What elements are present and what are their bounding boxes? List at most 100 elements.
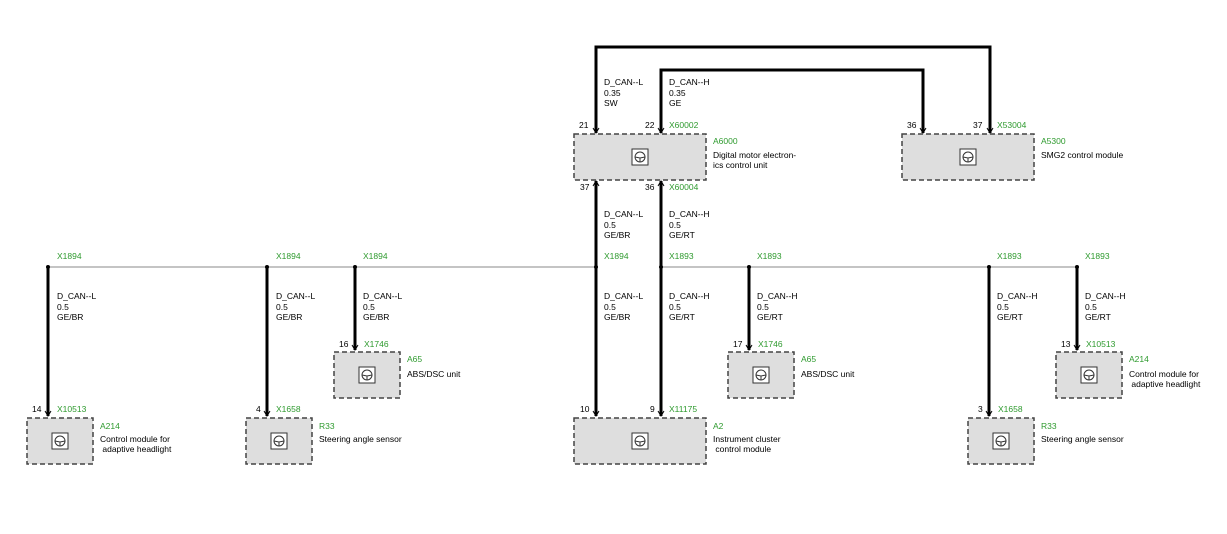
splice-label: X1894 — [363, 251, 388, 261]
svg-text:SW: SW — [604, 98, 618, 108]
pin-number: 22 — [645, 120, 655, 130]
control-unit-icon — [959, 148, 977, 166]
svg-text:GE/RT: GE/RT — [1085, 312, 1111, 322]
splice-label: X1893 — [669, 251, 694, 261]
pin-number: 13 — [1061, 339, 1071, 349]
wire-annotation: D_CAN--H 0.5 GE/RT — [669, 291, 710, 322]
svg-text:GE/BR: GE/BR — [604, 312, 630, 322]
connector-label: X1746 — [758, 339, 783, 349]
wire-annotation: D_CAN--H 0.5 GE/RT — [757, 291, 798, 322]
svg-text:0.5: 0.5 — [604, 302, 616, 312]
pin-number: 36 — [645, 182, 655, 192]
svg-text:0.35: 0.35 — [604, 88, 621, 98]
control-unit-icon — [752, 366, 770, 384]
svg-text:D_CAN--L: D_CAN--L — [604, 291, 643, 301]
pin-number: 10 — [580, 404, 590, 414]
pin-number: 17 — [733, 339, 743, 349]
pin-number: 16 — [339, 339, 349, 349]
module-desc: Instrument cluster — [713, 434, 781, 444]
svg-text:D_CAN--H: D_CAN--H — [1085, 291, 1126, 301]
svg-text:D_CAN--L: D_CAN--L — [604, 77, 643, 87]
module-id: A214 — [100, 421, 120, 431]
splice-label: X1894 — [604, 251, 629, 261]
module-id: A2 — [713, 421, 724, 431]
connector-label: X60002 — [669, 120, 699, 130]
svg-text:GE/RT: GE/RT — [997, 312, 1023, 322]
connector-label: X10513 — [57, 404, 87, 414]
svg-text:D_CAN--H: D_CAN--H — [669, 209, 710, 219]
splice-label: X1893 — [757, 251, 782, 261]
control-unit-icon — [992, 432, 1010, 450]
module-desc: Digital motor electron- — [713, 150, 796, 160]
svg-text:D_CAN--H: D_CAN--H — [757, 291, 798, 301]
module-desc: ABS/DSC unit — [407, 369, 461, 379]
module-desc: adaptive headlight — [1129, 379, 1201, 389]
module-desc: control module — [713, 444, 771, 454]
svg-text:GE/RT: GE/RT — [669, 230, 695, 240]
module-desc: Steering angle sensor — [319, 434, 402, 444]
wire-annotation: D_CAN--H 0.35 GE — [669, 77, 710, 108]
splice-dot — [353, 265, 357, 269]
wire-annotation: D_CAN--H 0.5 GE/RT — [669, 209, 710, 240]
svg-text:0.35: 0.35 — [669, 88, 686, 98]
wire-can-l-top — [594, 45, 992, 133]
svg-text:D_CAN--L: D_CAN--L — [57, 291, 96, 301]
svg-text:GE/BR: GE/BR — [57, 312, 83, 322]
pin-number: 4 — [256, 404, 261, 414]
module-id: A65 — [801, 354, 816, 364]
splice-dot — [659, 265, 663, 269]
wire-annotation: D_CAN--L 0.5 GE/BR — [604, 209, 643, 240]
svg-text:GE: GE — [669, 98, 682, 108]
splice-dot — [747, 265, 751, 269]
connector-label: X60004 — [669, 182, 699, 192]
svg-text:0.5: 0.5 — [604, 220, 616, 230]
pin-number: 9 — [650, 404, 655, 414]
module-desc: ABS/DSC unit — [801, 369, 855, 379]
svg-text:GE/RT: GE/RT — [669, 312, 695, 322]
svg-text:0.5: 0.5 — [276, 302, 288, 312]
svg-text:D_CAN--H: D_CAN--H — [669, 291, 710, 301]
module-id: A6000 — [713, 136, 738, 146]
svg-text:0.5: 0.5 — [669, 220, 681, 230]
module-desc: Control module for — [100, 434, 170, 444]
module-id: A214 — [1129, 354, 1149, 364]
svg-text:GE/RT: GE/RT — [757, 312, 783, 322]
svg-text:GE/BR: GE/BR — [604, 230, 630, 240]
svg-text:D_CAN--L: D_CAN--L — [604, 209, 643, 219]
module-id: R33 — [1041, 421, 1057, 431]
splice-dot — [265, 265, 269, 269]
module-desc: Control module for — [1129, 369, 1199, 379]
module-id: A5300 — [1041, 136, 1066, 146]
svg-text:D_CAN--H: D_CAN--H — [669, 77, 710, 87]
module-desc: adaptive headlight — [100, 444, 172, 454]
module-id: A65 — [407, 354, 422, 364]
wire-annotation: D_CAN--H 0.5 GE/RT — [1085, 291, 1126, 322]
control-unit-icon — [631, 148, 649, 166]
splice-label: X1894 — [57, 251, 82, 261]
svg-text:0.5: 0.5 — [363, 302, 375, 312]
svg-text:0.5: 0.5 — [669, 302, 681, 312]
wire-annotation: D_CAN--L 0.5 GE/BR — [604, 291, 643, 322]
module-box-a65-right[interactable] — [727, 351, 795, 399]
svg-text:GE/BR: GE/BR — [276, 312, 302, 322]
splice-dots — [46, 265, 1079, 269]
connector-label: X1658 — [998, 404, 1023, 414]
module-desc: ics control unit — [713, 160, 768, 170]
module-box-a5300[interactable] — [901, 133, 1035, 181]
module-id: R33 — [319, 421, 335, 431]
svg-text:0.5: 0.5 — [997, 302, 1009, 312]
svg-text:0.5: 0.5 — [1085, 302, 1097, 312]
pin-number: 21 — [579, 120, 589, 130]
module-desc: Steering angle sensor — [1041, 434, 1124, 444]
control-unit-icon — [270, 432, 288, 450]
connector-label: X10513 — [1086, 339, 1116, 349]
svg-text:0.5: 0.5 — [57, 302, 69, 312]
splice-dot — [1075, 265, 1079, 269]
svg-text:GE/BR: GE/BR — [363, 312, 389, 322]
connector-label: X11175 — [669, 404, 697, 414]
svg-text:0.5: 0.5 — [757, 302, 769, 312]
control-unit-icon — [631, 432, 649, 450]
splice-label: X1893 — [1085, 251, 1110, 261]
pin-number: 36 — [907, 120, 917, 130]
